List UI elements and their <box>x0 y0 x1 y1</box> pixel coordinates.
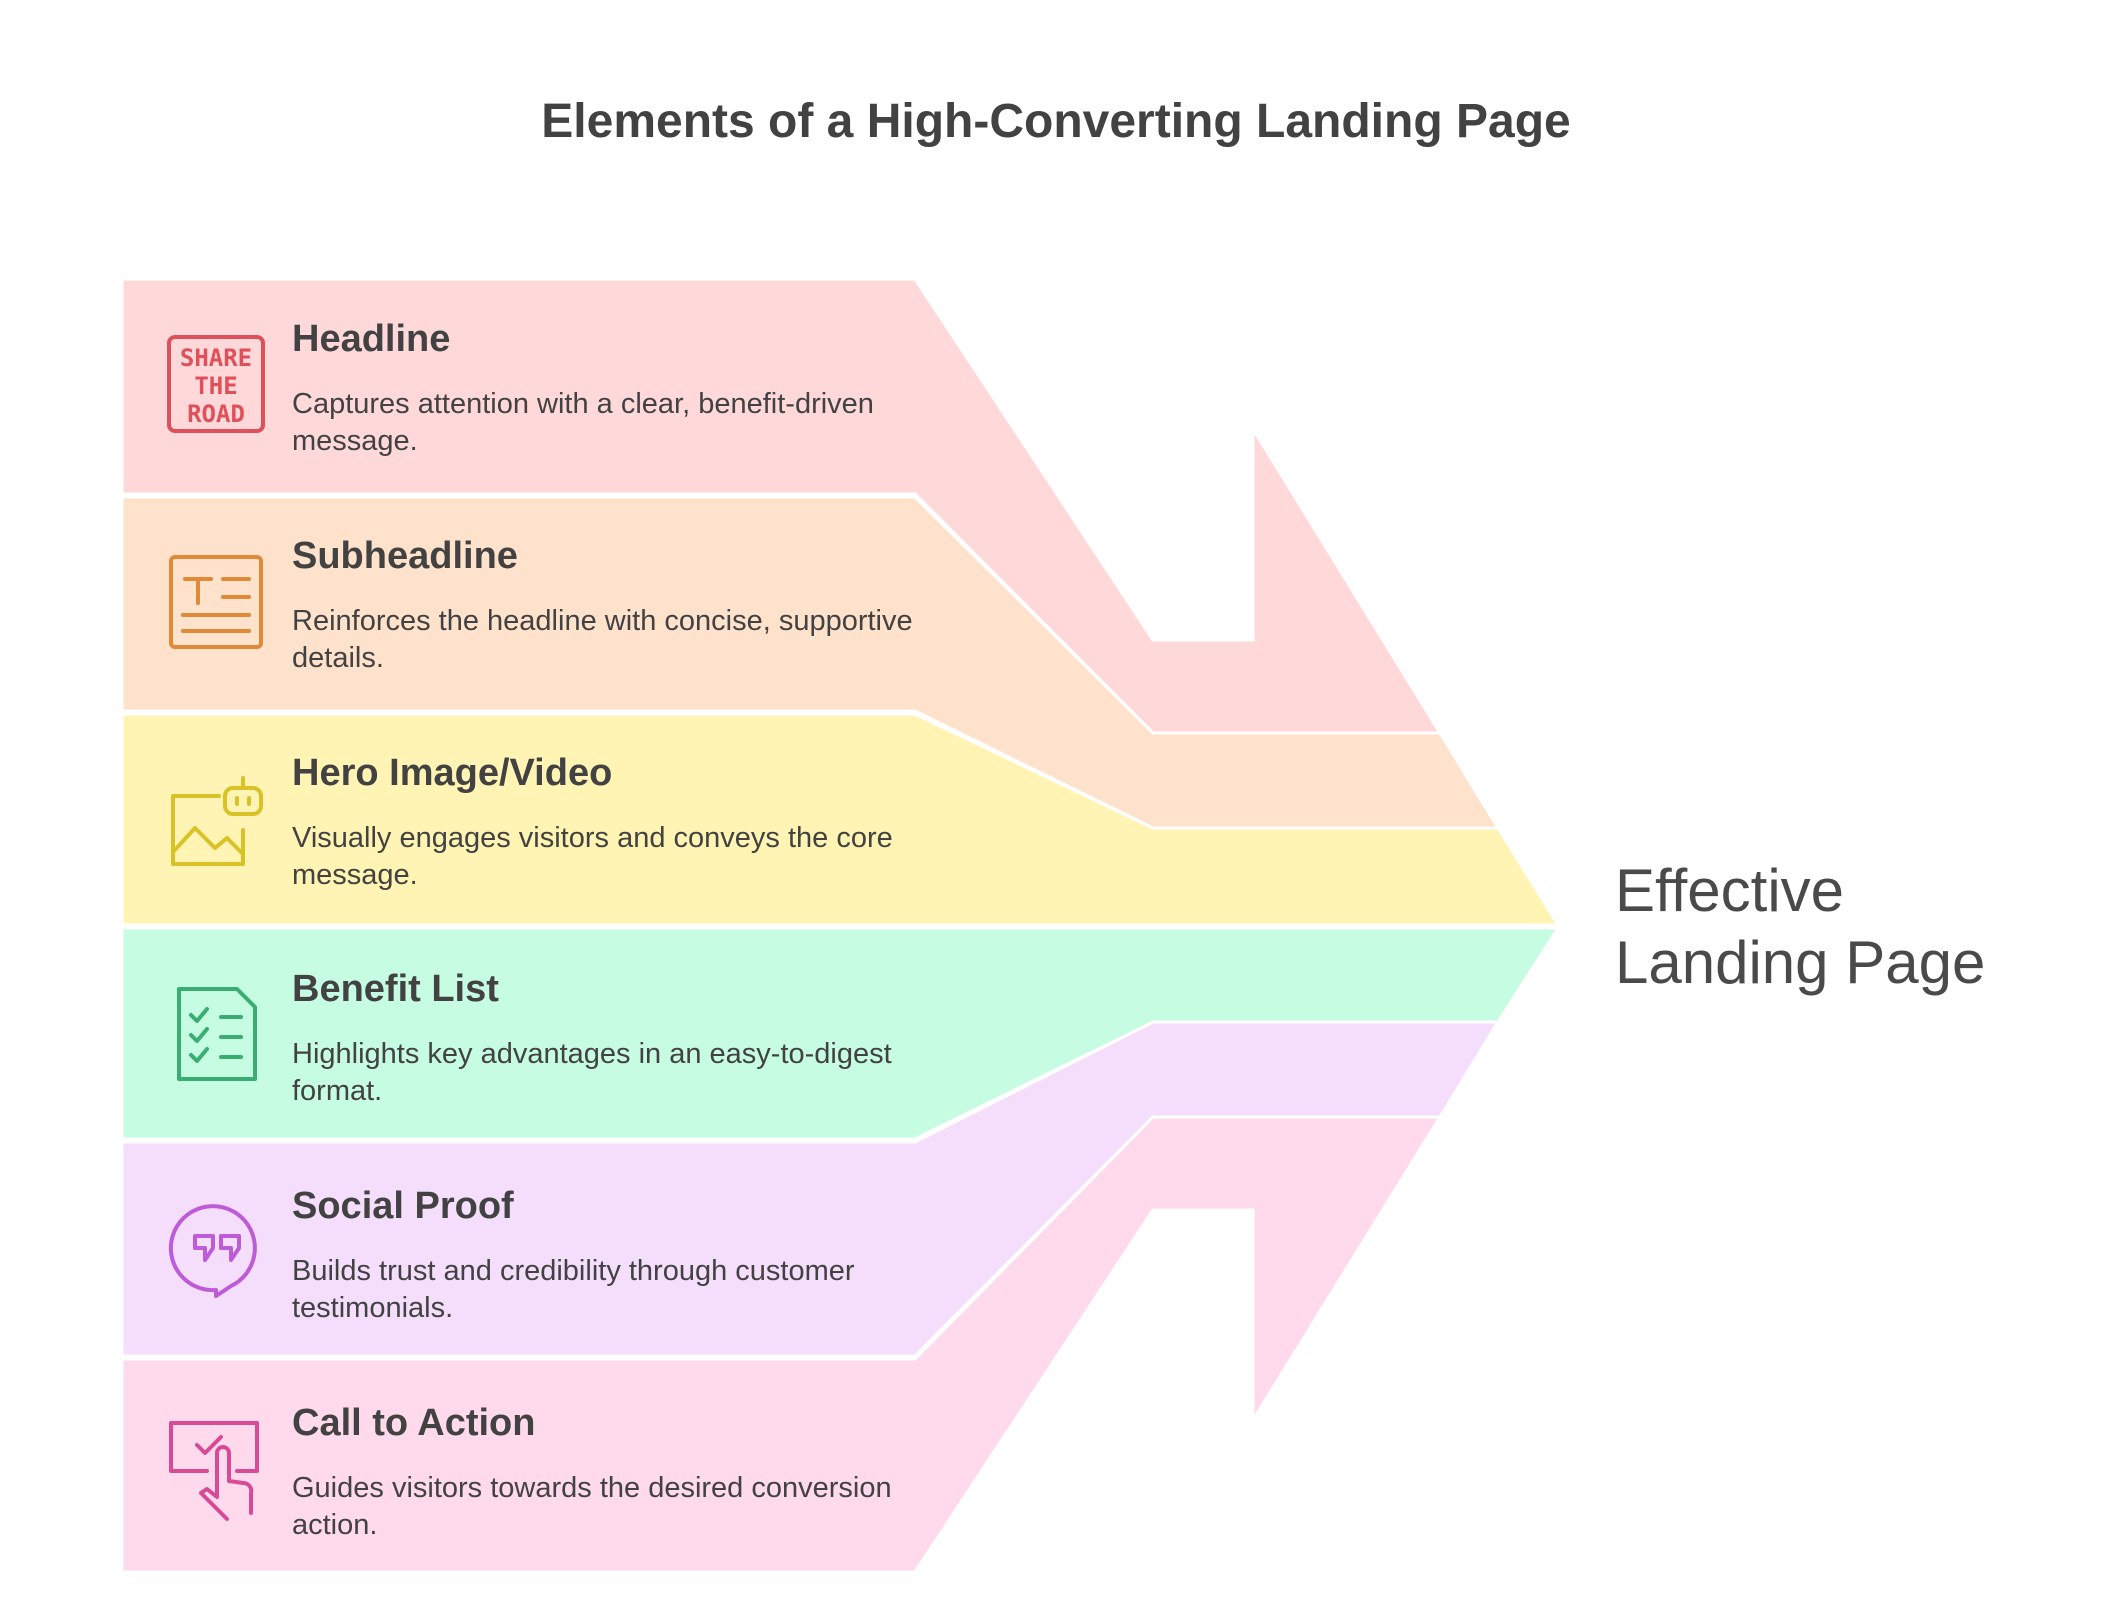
target-label-line-1: Effective <box>1615 857 1845 924</box>
checklist-document-icon <box>161 979 271 1089</box>
band-call-to-action <box>120 1115 1443 1574</box>
band-headline <box>120 277 1443 735</box>
image-robot-icon <box>161 764 271 874</box>
item-description-headline: Captures attention with a clear, benefit… <box>292 388 874 457</box>
item-description-call-to-action: Guides visitors towards the desired conv… <box>292 1472 892 1541</box>
share-the-road-sign-icon: SHARE THE ROAD <box>161 329 271 439</box>
band-hero-image-video <box>120 712 1561 927</box>
item-heading-call-to-action: Call to Action <box>292 1402 536 1444</box>
item-description-benefit-list: Highlights key advantages in an easy-to-… <box>292 1038 892 1107</box>
item-heading-headline: Headline <box>292 318 451 360</box>
item-heading-benefit-list: Benefit List <box>292 968 499 1010</box>
target-label-line-2: Landing Page <box>1615 929 1986 996</box>
item-heading-subheadline: Subheadline <box>292 535 518 577</box>
item-heading-hero-image-video: Hero Image/Video <box>292 752 613 794</box>
target-label: Effective Landing Page <box>1615 855 2035 999</box>
icon-text-line-3: ROAD <box>187 400 245 428</box>
item-description-hero-image-video: Visually engages visitors and conveys th… <box>292 822 893 891</box>
page-title: Elements of a High-Converting Landing Pa… <box>541 95 1571 148</box>
quote-bubble-icon <box>161 1196 271 1306</box>
item-heading-social-proof: Social Proof <box>292 1185 514 1227</box>
icon-text-line-2: THE <box>194 372 237 400</box>
item-description-social-proof: Builds trust and credibility through cus… <box>292 1255 855 1324</box>
item-description-subheadline: Reinforces the headline with concise, su… <box>292 605 913 674</box>
icon-text-line-1: SHARE <box>180 344 252 372</box>
click-screen-icon <box>161 1413 271 1523</box>
text-layout-icon <box>161 547 271 657</box>
